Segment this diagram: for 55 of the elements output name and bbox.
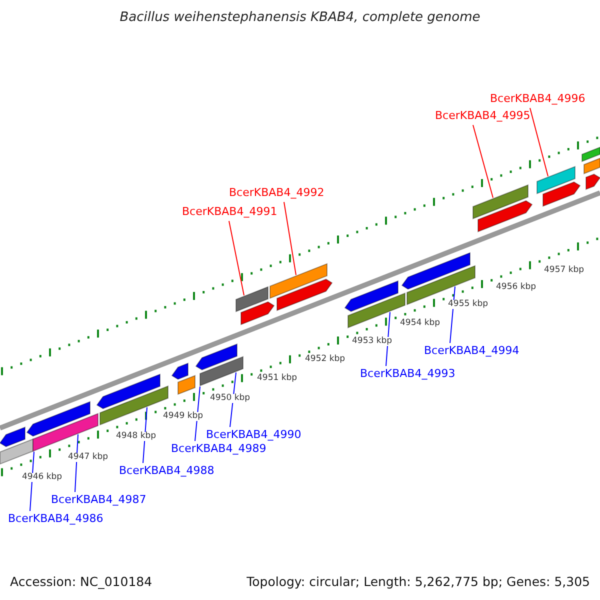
leader-line bbox=[30, 451, 34, 512]
gene-block bbox=[195, 343, 238, 370]
gene-bar bbox=[32, 412, 98, 452]
gene-block bbox=[26, 400, 90, 437]
gene-bar bbox=[178, 374, 196, 395]
scale-label: 4949 kbp bbox=[163, 412, 204, 420]
leader-line bbox=[530, 108, 548, 177]
gene-block bbox=[240, 301, 275, 326]
gene-label: BcerKBAB4_4987 bbox=[51, 494, 146, 505]
gene-bar bbox=[584, 158, 600, 174]
gene-label: BcerKBAB4_4994 bbox=[424, 345, 520, 356]
accession-text: Accession: NC_010184 bbox=[10, 576, 152, 588]
gene-bar bbox=[582, 146, 600, 162]
scale-label: 4946 kbp bbox=[22, 473, 62, 482]
gene-bar bbox=[270, 263, 328, 299]
gene-block bbox=[276, 278, 333, 312]
gene-label: BcerKBAB4_4990 bbox=[206, 429, 302, 440]
gene-block bbox=[478, 200, 533, 232]
gene-block bbox=[542, 181, 581, 207]
gene-bar bbox=[472, 184, 528, 220]
scale-label: 4956 kbp bbox=[496, 283, 536, 292]
gene-block bbox=[0, 426, 26, 448]
gene-bar bbox=[236, 286, 268, 312]
gene-block bbox=[171, 362, 188, 380]
scale-label: 4957 kbp bbox=[544, 266, 584, 274]
gene-bar bbox=[0, 438, 34, 465]
leader-line bbox=[228, 220, 244, 296]
gene-bar bbox=[536, 166, 576, 194]
leader-line bbox=[284, 202, 296, 276]
gene-label: BcerKBAB4_4988 bbox=[119, 465, 214, 476]
gene-block bbox=[401, 252, 470, 290]
scale-label: 4951 kbp bbox=[257, 374, 298, 382]
scale-label: 4953 kbp bbox=[352, 337, 392, 346]
map-title: Bacillus weihenstephanensis KBAB4, complete genome bbox=[118, 11, 482, 24]
gene-label: BcerKBAB4_4996 bbox=[490, 93, 586, 104]
gene-label: BcerKBAB4_4989 bbox=[171, 443, 266, 454]
scale-label: 4947 kbp bbox=[68, 453, 108, 462]
leader-line bbox=[74, 434, 78, 492]
gene-label: BcerKBAB4_4995 bbox=[435, 110, 530, 121]
gene-label: BcerKBAB4_4992 bbox=[229, 187, 324, 198]
scale-label: 4954 kbp bbox=[400, 319, 440, 328]
leader-line bbox=[472, 124, 494, 198]
scale-label: 4952 kbp bbox=[305, 355, 346, 364]
gene-label: BcerKBAB4_4991 bbox=[182, 206, 278, 217]
gene-bar bbox=[200, 356, 244, 386]
summary-text: Topology: circular; Length: 5,262,775 bp; Genes: 5,305 bbox=[246, 576, 590, 588]
gene-block bbox=[96, 374, 160, 410]
gene-block bbox=[344, 280, 398, 312]
leader-line bbox=[142, 406, 148, 464]
scale-label: 4955 kbp bbox=[448, 300, 488, 308]
scale-label: 4948 kbp bbox=[116, 432, 156, 440]
gene-label: BcerKBAB4_4986 bbox=[8, 513, 104, 524]
scale-label: 4950 kbp bbox=[210, 394, 250, 402]
gene-block bbox=[586, 174, 600, 190]
gene-label: BcerKBAB4_4993 bbox=[360, 368, 456, 379]
